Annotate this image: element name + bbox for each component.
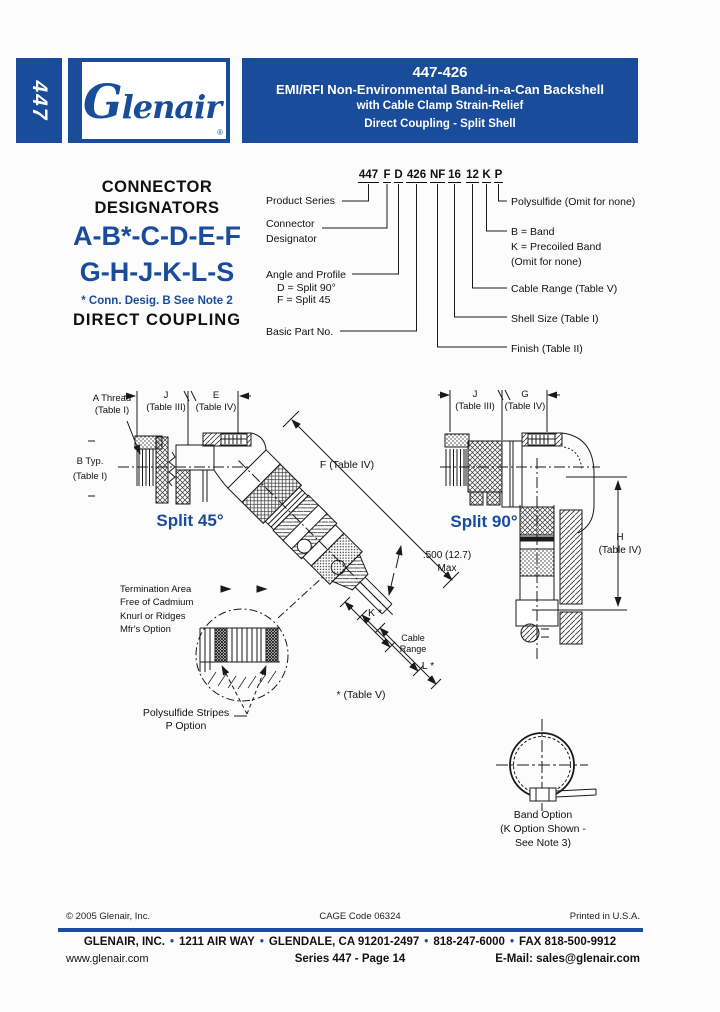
footer-street: 1211 AIR WAY [178, 936, 255, 948]
callout-basic-part: Basic Part No. [266, 326, 334, 338]
series-tab: 447 [16, 58, 62, 143]
pn-code-finish: NF [430, 169, 446, 183]
split-45-drawing [88, 390, 460, 690]
pn-code-cable-range: 12 [466, 169, 479, 183]
termination-detail-circle [195, 575, 325, 717]
glenair-logo-text: Glenair [83, 74, 222, 129]
footer-address: GLENAIR, INC. • 1211 AIR WAY • GLENDALE, CA … [30, 936, 670, 948]
series-tab-number: 447 [28, 79, 51, 122]
glenair-logo-panel: Glenair ® [82, 62, 226, 139]
header-title-bar: 447-426 EMI/RFI Non-Environmental Band-i… [242, 58, 638, 143]
footer-rule [58, 928, 643, 932]
glenair-logo: Glenair ® [68, 58, 230, 143]
dim-k: K * [367, 607, 382, 619]
pn-code-designator: F [383, 169, 391, 183]
header-title-line2: with Cable Clamp Strain-Relief [356, 100, 524, 112]
dim-b-typ: B Typ. (Table I) [72, 456, 108, 482]
note-termination-area: Termination Area Free of Cadmium Knurl o… [120, 584, 194, 635]
bullet-separator: • [509, 936, 514, 948]
callout-band-b: B = Band [511, 226, 555, 238]
split-90-title: Split 90° [450, 512, 518, 531]
dim-f: F (Table IV) [319, 459, 375, 471]
callout-angle-d: D = Split 90° [277, 282, 336, 294]
bullet-separator: • [259, 936, 264, 948]
dim-max-500: .500 (12.7) Max [422, 550, 472, 574]
designators-row-2: G-H-J-K-L-S [79, 257, 235, 287]
designators-row-1: A-B*-C-D-E-F [73, 221, 241, 251]
callout-angle-profile: Angle and Profile [266, 269, 346, 281]
footer-copyright: © 2005 Glenair, Inc. [66, 911, 151, 922]
connector-designators-heading: CONNECTOR DESIGNATORS [94, 178, 220, 217]
split-45-title: Split 45° [156, 511, 224, 530]
registered-trademark-symbol: ® [217, 128, 223, 137]
dim-l: L * [421, 660, 435, 672]
part-series-code: 447-426 [412, 64, 468, 81]
pn-code-series: 447 [358, 169, 379, 183]
footer-printed: Printed in U.S.A. [569, 911, 640, 922]
callout-band-k: K = Precoiled Band [511, 241, 602, 253]
footer-fax: FAX 818-500-9912 [518, 936, 617, 948]
callout-cable-range: Cable Range (Table V) [511, 283, 618, 295]
header-title-line1: EMI/RFI Non-Environmental Band-in-a-Can … [276, 82, 604, 97]
direct-coupling-label: DIRECT COUPLING [72, 311, 242, 329]
pn-code-basic: 426 [406, 169, 427, 183]
dim-e-45: E (Table IV) [195, 390, 237, 413]
note-polysulfide-stripes: Polysulfide Stripes P Option [142, 707, 230, 732]
dim-g-90: G (Table IV) [504, 389, 546, 412]
footer-phone: 818-247-6000 [433, 936, 505, 948]
footer-city: GLENDALE, CA 91201-2497 [268, 936, 420, 948]
pn-code-band: K [482, 169, 491, 183]
callout-band-omit: (Omit for none) [511, 256, 582, 268]
dim-j-45: J (Table III) [146, 390, 186, 413]
pn-code-polysulfide: P [494, 169, 503, 183]
note-band-option: Band Option (K Option Shown - See Note 3… [500, 809, 586, 849]
footer-cage-code: CAGE Code 06324 [319, 911, 401, 922]
pn-code-angle: D [394, 169, 403, 183]
header-title-line3: Direct Coupling - Split Shell [364, 118, 516, 130]
callout-angle-f: F = Split 45 [277, 294, 331, 306]
pn-code-shell-size: 16 [448, 169, 461, 183]
band-option-drawing [496, 719, 597, 811]
dim-j-90: J (Table III) [455, 389, 495, 412]
dim-a-thread: A Thread (Table I) [92, 393, 132, 416]
part-number-leader-lines [322, 184, 507, 348]
dim-cable-range: Cable Range [399, 633, 427, 654]
bullet-separator: • [424, 936, 429, 948]
footer-website: www.glenair.com [66, 953, 149, 965]
split-90-drawing [438, 389, 627, 662]
note-table-v: * (Table V) [336, 689, 386, 701]
bullet-separator: • [169, 936, 174, 948]
callout-shell-size: Shell Size (Table I) [511, 313, 599, 325]
footer-company: GLENAIR, INC. [83, 936, 165, 948]
footer-email: E-Mail: sales@glenair.com [495, 953, 640, 965]
callout-finish: Finish (Table II) [511, 343, 583, 355]
callout-product-series: Product Series [266, 195, 335, 207]
designator-note: * Conn. Desig. B See Note 2 [81, 295, 233, 307]
callout-polysulfide: Polysulfide (Omit for none) [511, 196, 636, 208]
footer-series-page: Series 447 - Page 14 [294, 953, 406, 965]
callout-connector-designator: Connector Designator [266, 218, 317, 245]
dim-h: H (Table IV) [598, 532, 642, 556]
